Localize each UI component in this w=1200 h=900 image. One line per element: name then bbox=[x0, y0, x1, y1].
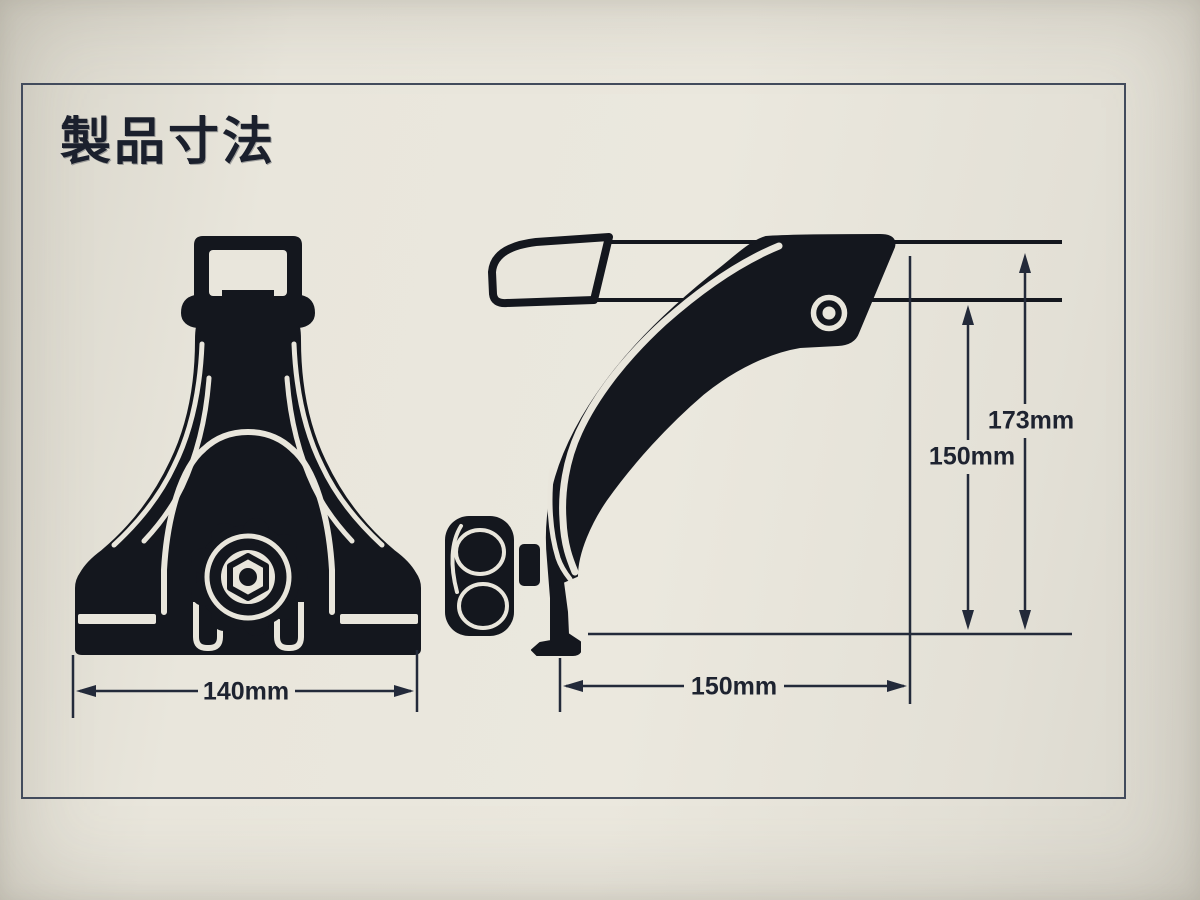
side-knob-collar bbox=[519, 544, 540, 586]
front-base-slot-right bbox=[340, 614, 418, 624]
dim-label-front-width: 140mm bbox=[202, 677, 290, 706]
page-title: 製品寸法 bbox=[60, 113, 277, 170]
frame-border bbox=[21, 83, 1126, 799]
front-knob bbox=[191, 518, 308, 636]
side-dim-arrow-left bbox=[563, 680, 583, 692]
side-knob bbox=[445, 516, 540, 636]
front-contour-lines bbox=[111, 341, 385, 615]
dim-arrow-up-150 bbox=[962, 305, 974, 325]
dim-arrow-down-173 bbox=[1019, 610, 1031, 630]
side-pivot-hole bbox=[810, 294, 848, 332]
bar-end-cap bbox=[488, 233, 613, 308]
side-pivot-hole-center bbox=[822, 306, 836, 320]
front-silhouette bbox=[75, 236, 421, 655]
front-loop-window bbox=[209, 250, 287, 296]
dim-label-side-width: 150mm bbox=[690, 672, 778, 701]
side-dim-arrow-right bbox=[887, 680, 907, 692]
side-view-figure bbox=[445, 233, 1072, 712]
front-clamp-legs bbox=[193, 602, 304, 651]
dim-label-side-height-inner: 150mm bbox=[928, 442, 1016, 471]
side-arm-contours bbox=[547, 242, 783, 582]
side-width-dimension bbox=[558, 658, 904, 712]
front-width-dimension bbox=[71, 650, 419, 718]
dim-arrow-up-173 bbox=[1019, 253, 1031, 273]
front-loop-tab bbox=[222, 290, 274, 297]
dim-arrow-down-150 bbox=[962, 610, 974, 630]
front-dim-arrow-right bbox=[394, 685, 414, 697]
front-dim-arrow-left bbox=[76, 685, 96, 697]
front-view-figure bbox=[71, 236, 421, 718]
dim-label-side-height-outer: 173mm bbox=[987, 406, 1075, 435]
front-base-slot-left bbox=[78, 614, 156, 624]
